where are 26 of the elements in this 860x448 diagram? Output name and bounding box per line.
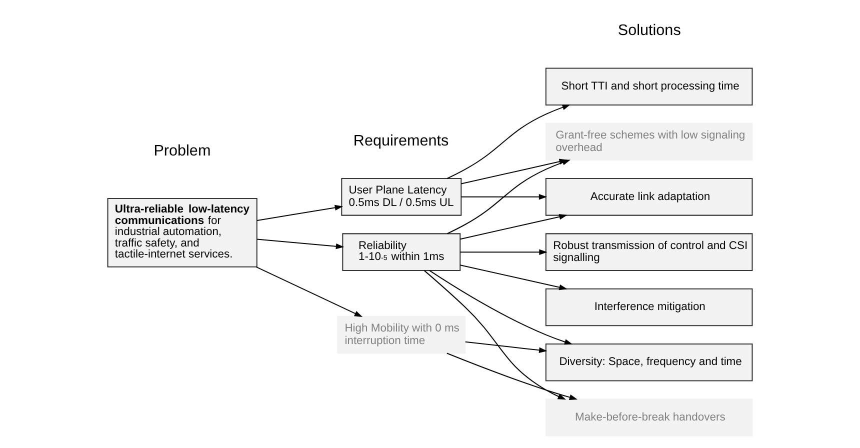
label: Solutions (618, 22, 681, 39)
arrow (460, 264, 568, 290)
label: Problem (154, 142, 211, 160)
arrow (424, 270, 566, 400)
arrow (465, 340, 548, 352)
arrow (460, 214, 568, 240)
arrow (256, 266, 363, 317)
arrow (446, 104, 570, 178)
node-box: Interference mitigation (545, 288, 753, 326)
node-box: High Mobility with 0 ms interruption time (337, 315, 466, 354)
arrow (460, 248, 548, 254)
node-box: Accurate link adaptation (545, 178, 753, 216)
node-box: Reliability 1-10-5 within 1ms (342, 232, 461, 270)
node-box: Short TTI and short processing time (545, 67, 753, 106)
arrow (429, 270, 573, 344)
arrow (461, 194, 548, 200)
arrow (446, 352, 578, 400)
label: Requirements (353, 132, 449, 149)
arrow (257, 204, 344, 221)
node-box: Ultra-reliable low-latency communications for industrial automation, traffic safety, and tactile-internet services. (107, 197, 258, 267)
node-box: User Plane Latency 0.5ms DL / 0.5ms UL (341, 178, 462, 216)
node-box: Robust transmission of control and CSI signalling (545, 232, 753, 270)
arrow (257, 238, 344, 249)
node-box: Diversity: Space, frequency and time (545, 342, 753, 381)
node-box: Make-before-break handovers (545, 398, 753, 436)
node-box: Grant-free schemes with low signaling overhead (545, 122, 753, 160)
